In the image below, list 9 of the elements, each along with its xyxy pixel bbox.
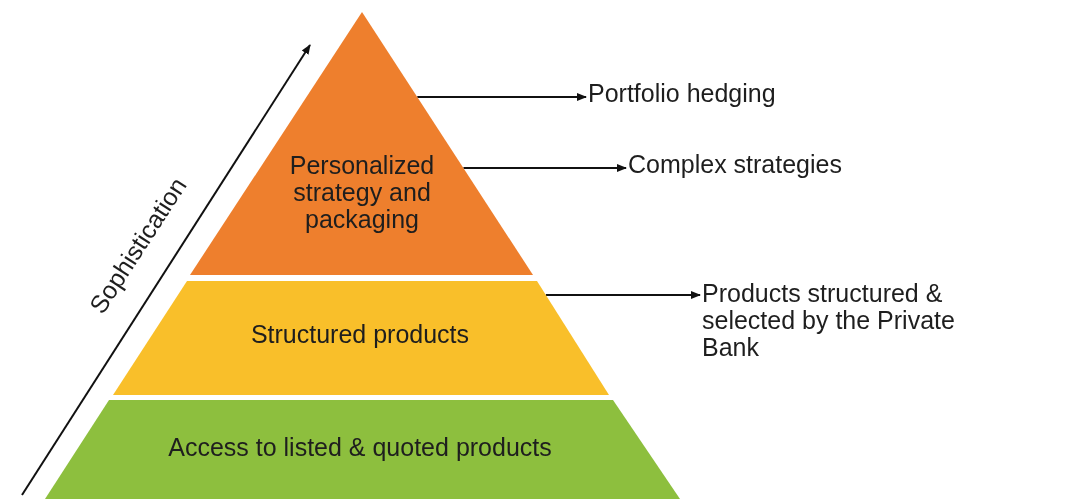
tier-label: Structured products [249, 321, 471, 348]
annotation-text: Portfolio hedging [588, 80, 888, 107]
tier-label: Access to listed & quoted products [167, 434, 553, 461]
annotation-text: Complex strategies [628, 151, 928, 178]
annotation-text: Products structured & selected by the Private Bank [702, 280, 1002, 361]
arrow [416, 93, 587, 101]
arrow [462, 164, 627, 172]
tier-label: Personalized strategy and packaging [288, 152, 436, 233]
arrow [544, 291, 701, 299]
